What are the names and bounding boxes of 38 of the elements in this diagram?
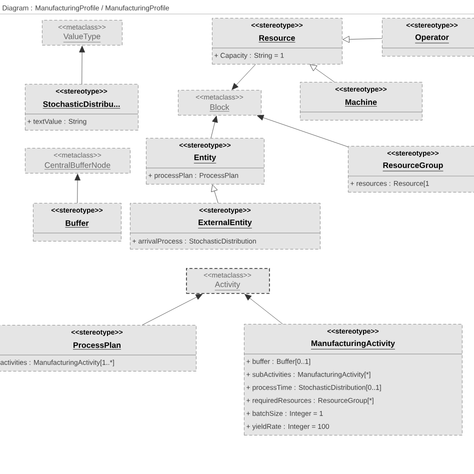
class-name: ExternalEntity [198, 219, 252, 228]
arrow [74, 174, 80, 204]
stereotype-box [382, 18, 474, 56]
stereotype-box [24, 84, 138, 130]
class-name: Operator [414, 34, 450, 44]
arrow [244, 294, 283, 324]
class-name: Entity [194, 154, 216, 164]
class-name: Block [210, 104, 230, 112]
class-name: ResourceGroup [382, 162, 444, 172]
stereotype-box [130, 203, 320, 250]
class-name: ProcessPlan [72, 342, 122, 350]
arrow [342, 36, 382, 43]
class-name: Machine [344, 99, 378, 107]
stereotype-box [212, 18, 342, 64]
class-name: CentralBufferNode [44, 162, 111, 170]
arrow [142, 294, 203, 326]
metaclass-box [42, 20, 122, 46]
class-name: ValueType [63, 33, 101, 42]
arrow [256, 114, 348, 148]
stereotype-box [244, 324, 462, 436]
stereotype-box [300, 82, 422, 120]
arrow [211, 184, 218, 204]
metaclass-box [186, 268, 270, 294]
class-name: Activity [214, 281, 240, 290]
arrow [79, 46, 86, 84]
class-name: ManufacturingActivity [310, 340, 396, 350]
arrow [232, 64, 256, 90]
stereotype-box [0, 325, 196, 372]
stereotype-box [348, 146, 474, 192]
arrow [310, 64, 335, 82]
class-name: Buffer [65, 220, 89, 228]
metaclass-box [178, 90, 262, 116]
stereotype-box [32, 203, 122, 242]
stereotype-box [146, 138, 264, 184]
class-name: Resource [258, 35, 296, 42]
metaclass-box [25, 148, 130, 174]
class-name: StochasticDistribu... [42, 101, 120, 109]
arrow [210, 116, 218, 138]
